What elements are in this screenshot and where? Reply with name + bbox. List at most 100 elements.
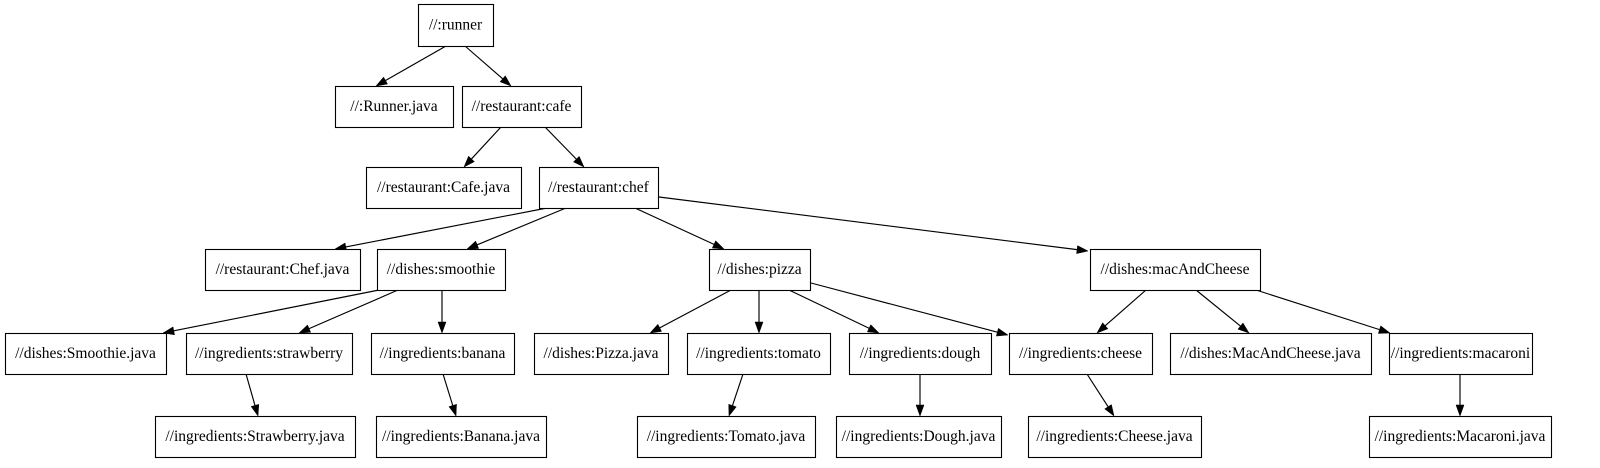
- node-box[interactable]: [204, 248, 362, 292]
- edge-line: [658, 196, 1078, 251]
- edge-line: [385, 45, 447, 82]
- arrowhead-icon: [375, 76, 388, 87]
- arrowhead-icon: [1455, 404, 1465, 417]
- graph-node-pizza_java[interactable]: //dishes:Pizza.java: [533, 332, 670, 376]
- graph-node-restaurant_cafe[interactable]: //restaurant:cafe: [461, 85, 583, 129]
- node-box[interactable]: [533, 332, 670, 376]
- graph-node-runner[interactable]: //:runner: [417, 3, 495, 48]
- edge-ing_banana-to-banana_java: [442, 373, 457, 417]
- node-box[interactable]: [1089, 248, 1262, 292]
- graph-node-ing_macaroni[interactable]: //ingredients:macaroni: [1388, 332, 1534, 376]
- arrowhead-icon: [711, 240, 725, 250]
- node-box[interactable]: [1388, 332, 1534, 376]
- arrowhead-icon: [915, 404, 925, 417]
- graph-node-ing_tomato[interactable]: //ingredients:tomato: [686, 332, 832, 376]
- graph-node-ing_strawberry[interactable]: //ingredients:strawberry: [185, 332, 354, 376]
- edge-ing_cheese-to-cheese_java: [1086, 373, 1115, 417]
- node-box[interactable]: [365, 166, 523, 210]
- edge-line: [544, 126, 577, 160]
- node-box[interactable]: [1027, 415, 1203, 459]
- edge-line: [345, 207, 548, 248]
- arrowhead-icon: [250, 403, 260, 417]
- edge-dishes_mac-to-ing_cheese: [1096, 289, 1147, 334]
- node-box[interactable]: [1368, 415, 1553, 459]
- graph-node-dough_java[interactable]: //ingredients:Dough.java: [835, 415, 1003, 459]
- graph-node-restaurant_chef[interactable]: //restaurant:chef: [538, 166, 660, 210]
- node-box[interactable]: [154, 415, 357, 459]
- arrowhead-icon: [1377, 325, 1391, 334]
- node-label: //restaurant:chef: [548, 179, 650, 196]
- node-box[interactable]: [708, 248, 812, 292]
- node-box[interactable]: [835, 415, 1003, 459]
- node-label: //dishes:smoothie: [387, 261, 496, 278]
- edge-line: [471, 126, 502, 160]
- edge-line: [442, 373, 454, 406]
- edge-line: [173, 289, 380, 332]
- graph-node-runner_java[interactable]: //:Runner.java: [334, 85, 455, 129]
- edge-restaurant_cafe-to-restaurant_chef: [544, 126, 585, 168]
- node-layer: //:runner //:Runner.java //restaurant:cafe…: [4, 3, 1553, 459]
- node-box[interactable]: [185, 332, 354, 376]
- arrowhead-icon: [448, 403, 457, 417]
- edge-restaurant_cafe-to-cafe_java: [463, 126, 502, 168]
- node-box[interactable]: [636, 415, 817, 459]
- node-box[interactable]: [375, 415, 548, 459]
- node-box[interactable]: [686, 332, 832, 376]
- edge-line: [731, 373, 744, 406]
- graph-node-ing_dough[interactable]: //ingredients:dough: [848, 332, 993, 376]
- graph-node-mac_java[interactable]: //dishes:MacAndCheese.java: [1169, 332, 1373, 376]
- edge-line: [1255, 289, 1380, 331]
- graph-node-cheese_java[interactable]: //ingredients:Cheese.java: [1027, 415, 1203, 459]
- graph-node-ing_banana[interactable]: //ingredients:banana: [370, 332, 516, 376]
- node-box[interactable]: [376, 248, 507, 292]
- arrowhead-icon: [466, 240, 480, 250]
- arrowhead-icon: [1076, 245, 1089, 254]
- node-box[interactable]: [1169, 332, 1373, 376]
- edge-restaurant_chef-to-dishes_smoothie: [466, 207, 567, 250]
- edge-dishes_smoothie-to-smoothie_java: [162, 289, 380, 336]
- node-box[interactable]: [461, 85, 583, 129]
- arrowhead-icon: [162, 326, 175, 336]
- graph-node-macaroni_java[interactable]: //ingredients:Macaroni.java: [1368, 415, 1553, 459]
- arrowhead-icon: [1096, 322, 1109, 334]
- graph-node-dishes_pizza[interactable]: //dishes:pizza: [708, 248, 812, 292]
- node-box[interactable]: [370, 332, 516, 376]
- node-label: //ingredients:Strawberry.java: [165, 428, 344, 445]
- node-box[interactable]: [4, 332, 168, 376]
- node-label: //dishes:MacAndCheese.java: [1180, 345, 1360, 362]
- graph-node-ing_cheese[interactable]: //ingredients:cheese: [1008, 332, 1154, 376]
- node-box[interactable]: [417, 3, 495, 48]
- node-label: //dishes:macAndCheese: [1101, 261, 1250, 278]
- node-box[interactable]: [848, 332, 993, 376]
- graph-node-strawberry_java[interactable]: //ingredients:Strawberry.java: [154, 415, 357, 459]
- node-box[interactable]: [1008, 332, 1154, 376]
- node-label: //ingredients:Dough.java: [842, 428, 996, 445]
- node-box[interactable]: [334, 85, 455, 129]
- edge-line: [464, 45, 504, 80]
- node-box[interactable]: [538, 166, 660, 210]
- edge-line: [1086, 373, 1109, 408]
- graph-node-banana_java[interactable]: //ingredients:Banana.java: [375, 415, 548, 459]
- arrowhead-icon: [298, 324, 312, 334]
- node-label: //:Runner.java: [350, 98, 438, 115]
- graph-node-dishes_smoothie[interactable]: //dishes:smoothie: [376, 248, 507, 292]
- node-label: //ingredients:strawberry: [195, 345, 343, 362]
- arrowhead-icon: [573, 155, 585, 168]
- arrowhead-icon: [463, 155, 475, 168]
- edge-dishes_pizza-to-pizza_java: [649, 289, 732, 334]
- graph-node-tomato_java[interactable]: //ingredients:Tomato.java: [636, 415, 817, 459]
- graph-node-chef_java[interactable]: //restaurant:Chef.java: [204, 248, 362, 292]
- graph-node-dishes_mac[interactable]: //dishes:macAndCheese: [1089, 248, 1262, 292]
- arrowhead-icon: [866, 324, 880, 334]
- node-label: //restaurant:Cafe.java: [377, 179, 510, 196]
- arrowhead-icon: [754, 321, 764, 334]
- graph-node-smoothie_java[interactable]: //dishes:Smoothie.java: [4, 332, 168, 376]
- edge-line: [634, 207, 715, 245]
- edge-restaurant_chef-to-dishes_pizza: [634, 207, 725, 250]
- edge-dishes_mac-to-mac_java: [1195, 289, 1250, 334]
- edge-line: [788, 289, 870, 329]
- edge-line: [1104, 289, 1147, 327]
- graph-node-cafe_java[interactable]: //restaurant:Cafe.java: [365, 166, 523, 210]
